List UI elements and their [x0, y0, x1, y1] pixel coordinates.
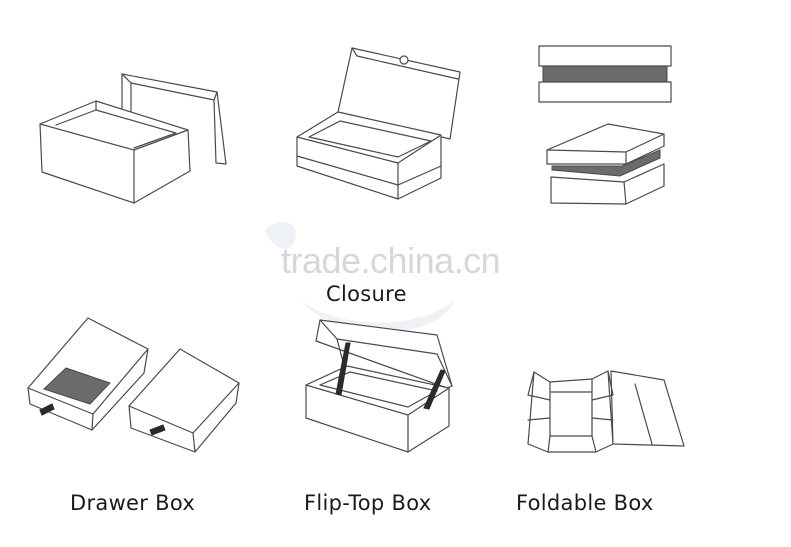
label-closure: Closure	[326, 282, 407, 306]
foldable-box-open	[527, 370, 685, 453]
pull-tab-icon	[149, 424, 166, 436]
label-foldable-box: Foldable Box	[516, 491, 654, 515]
foldable-box-stack	[538, 45, 672, 205]
label-drawer-box: Drawer Box	[70, 491, 196, 515]
lid-strap	[335, 342, 351, 396]
watermark-text: trade.china.cn	[281, 240, 501, 281]
drawer-box	[27, 317, 240, 453]
label-flip-top-box: Flip-Top Box	[304, 491, 432, 515]
flip-top-box	[305, 319, 453, 453]
lid-strap	[423, 369, 446, 410]
lid-and-base-box	[39, 73, 227, 204]
pull-tab-icon	[39, 403, 55, 416]
closure-box	[296, 47, 461, 200]
magnet-dot-icon	[399, 55, 409, 65]
